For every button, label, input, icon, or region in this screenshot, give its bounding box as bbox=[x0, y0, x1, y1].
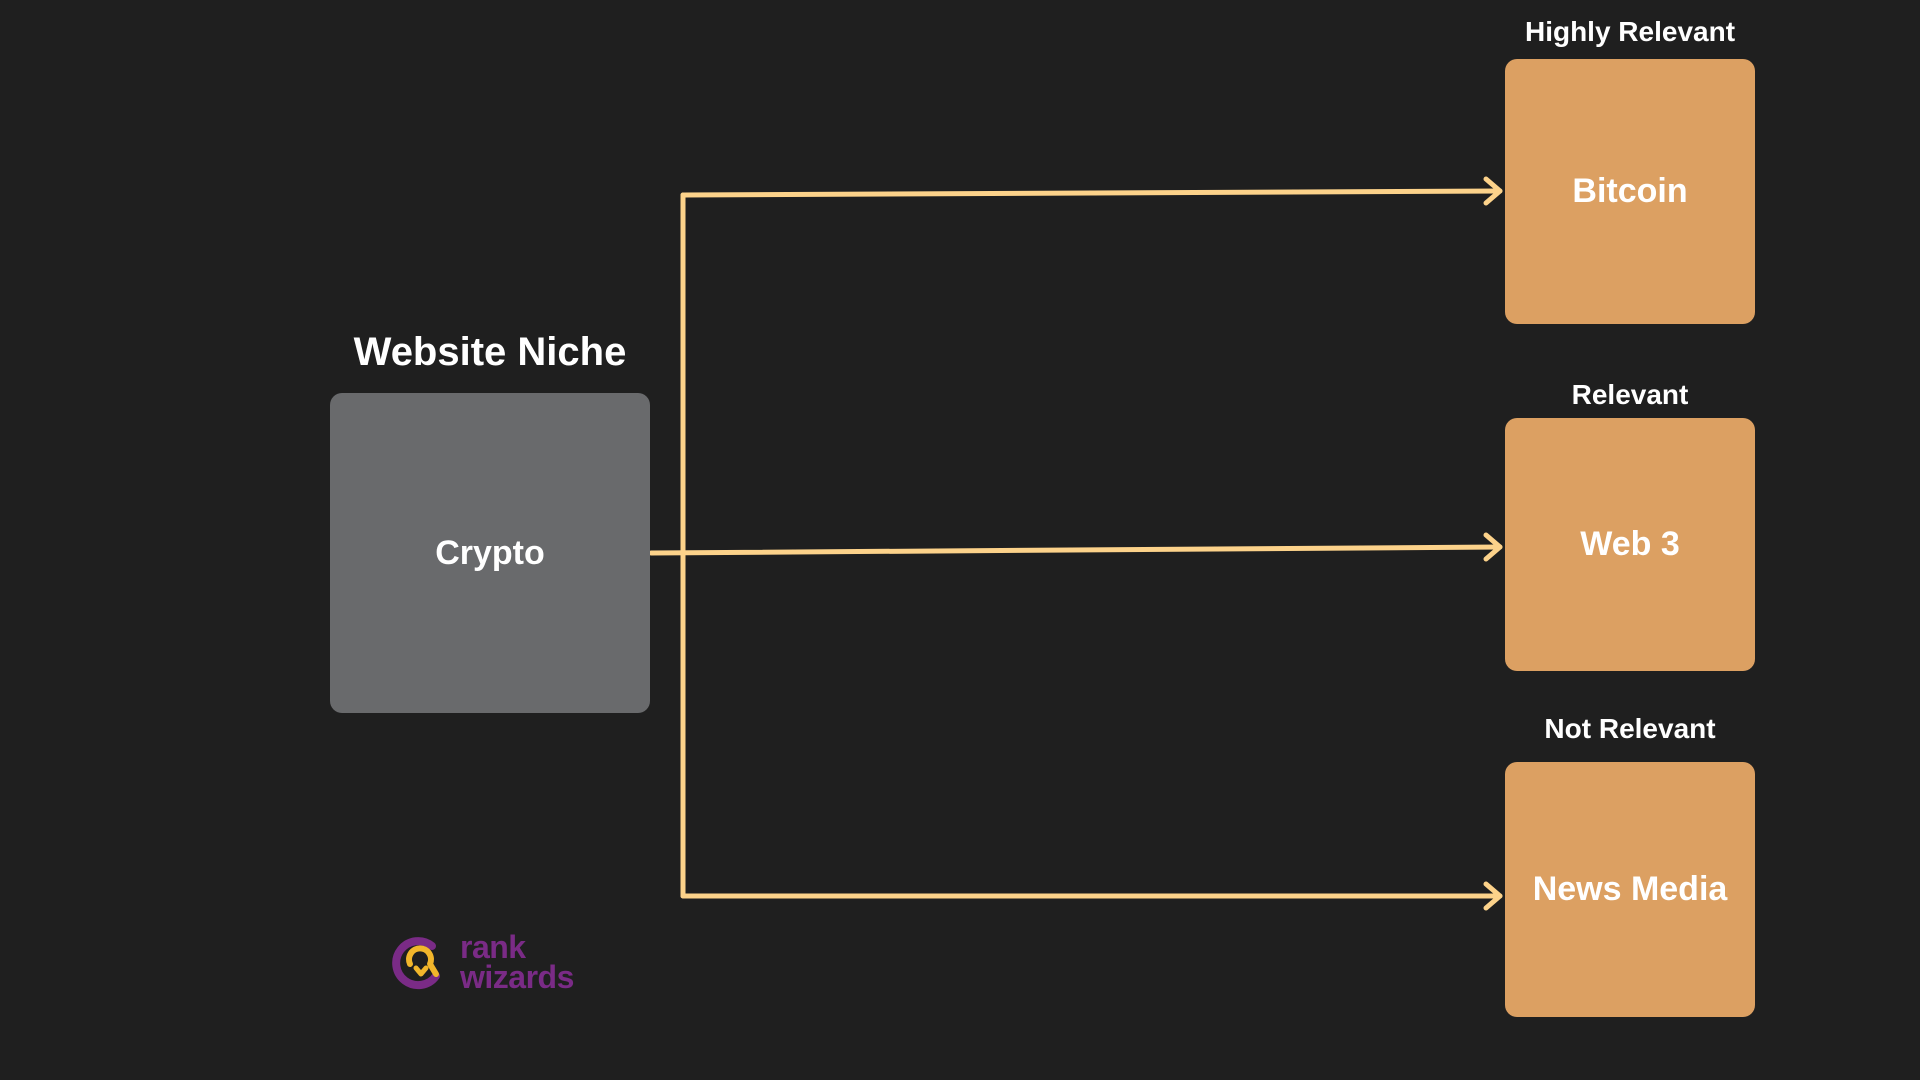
relevance-label-not-relevant: Not Relevant bbox=[1544, 713, 1716, 744]
target-box-bitcoin: Bitcoin bbox=[1505, 59, 1755, 324]
arrowhead-news-media bbox=[1483, 881, 1503, 911]
source-heading: Website Niche bbox=[353, 330, 627, 374]
target-box-web3: Web 3 bbox=[1505, 418, 1755, 671]
source-box-label: Crypto bbox=[435, 533, 545, 572]
connector-source-to-web3 bbox=[648, 544, 1503, 556]
connector-to-bitcoin bbox=[680, 188, 1503, 198]
arrowhead-web3 bbox=[1483, 532, 1503, 562]
logo-mark-icon bbox=[392, 937, 440, 990]
target-box-news-media: News Media bbox=[1505, 762, 1755, 1017]
target-box-label: Web 3 bbox=[1580, 525, 1680, 563]
relevance-label-highly-relevant: Highly Relevant bbox=[1524, 16, 1736, 47]
target-box-label: News Media bbox=[1532, 870, 1728, 908]
target-box-label: Bitcoin bbox=[1572, 172, 1688, 210]
logo-text-wizards: wizards bbox=[460, 959, 574, 995]
logo-text-rank: rank bbox=[460, 929, 526, 965]
rank-wizards-logo: rank wizards bbox=[392, 930, 602, 995]
source-box-crypto: Crypto bbox=[330, 393, 650, 713]
arrowhead-bitcoin bbox=[1483, 176, 1503, 206]
relevance-label-relevant: Relevant bbox=[1571, 379, 1689, 410]
